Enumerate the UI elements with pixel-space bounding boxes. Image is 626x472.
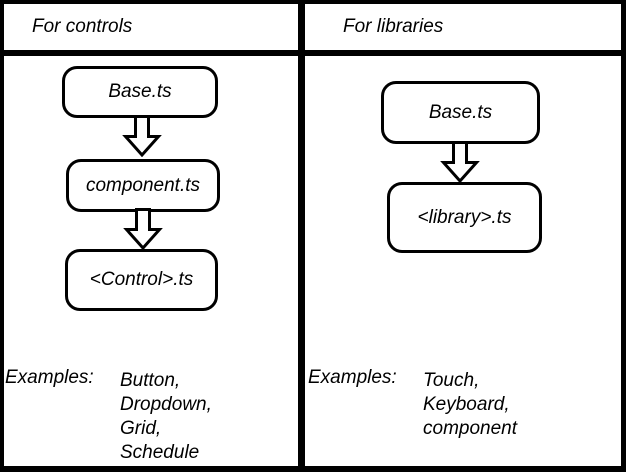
node-control-ts: <Control>.ts — [65, 249, 218, 311]
header-separator-horizontal — [0, 50, 626, 56]
node-base-ts-libraries: Base.ts — [381, 81, 540, 144]
left-examples-list: Button, Dropdown, Grid, Schedule — [120, 369, 212, 465]
border-left — [0, 0, 4, 472]
down-arrow-icon — [125, 208, 161, 250]
node-component-ts: component.ts — [66, 159, 220, 212]
example-item: Keyboard, — [423, 394, 510, 415]
example-item: Button, — [120, 370, 181, 391]
border-top — [0, 0, 626, 4]
down-arrow-icon — [442, 141, 478, 183]
down-arrow-icon — [124, 115, 160, 157]
example-item: Touch, — [423, 370, 480, 391]
example-item: Schedule — [120, 442, 200, 463]
left-panel-title: For controls — [32, 16, 133, 37]
left-examples-label: Examples: — [5, 367, 94, 388]
node-base-ts-controls: Base.ts — [62, 66, 218, 118]
right-examples-label: Examples: — [308, 367, 397, 388]
example-item: component — [423, 418, 518, 439]
right-panel-title: For libraries — [343, 16, 444, 37]
panel-divider-vertical — [298, 0, 305, 472]
border-bottom — [0, 466, 626, 472]
border-right — [621, 0, 626, 472]
node-library-ts: <library>.ts — [387, 182, 542, 253]
example-item: Dropdown, — [120, 394, 212, 415]
example-item: Grid, — [120, 418, 162, 439]
right-examples-list: Touch, Keyboard, component — [423, 369, 517, 441]
